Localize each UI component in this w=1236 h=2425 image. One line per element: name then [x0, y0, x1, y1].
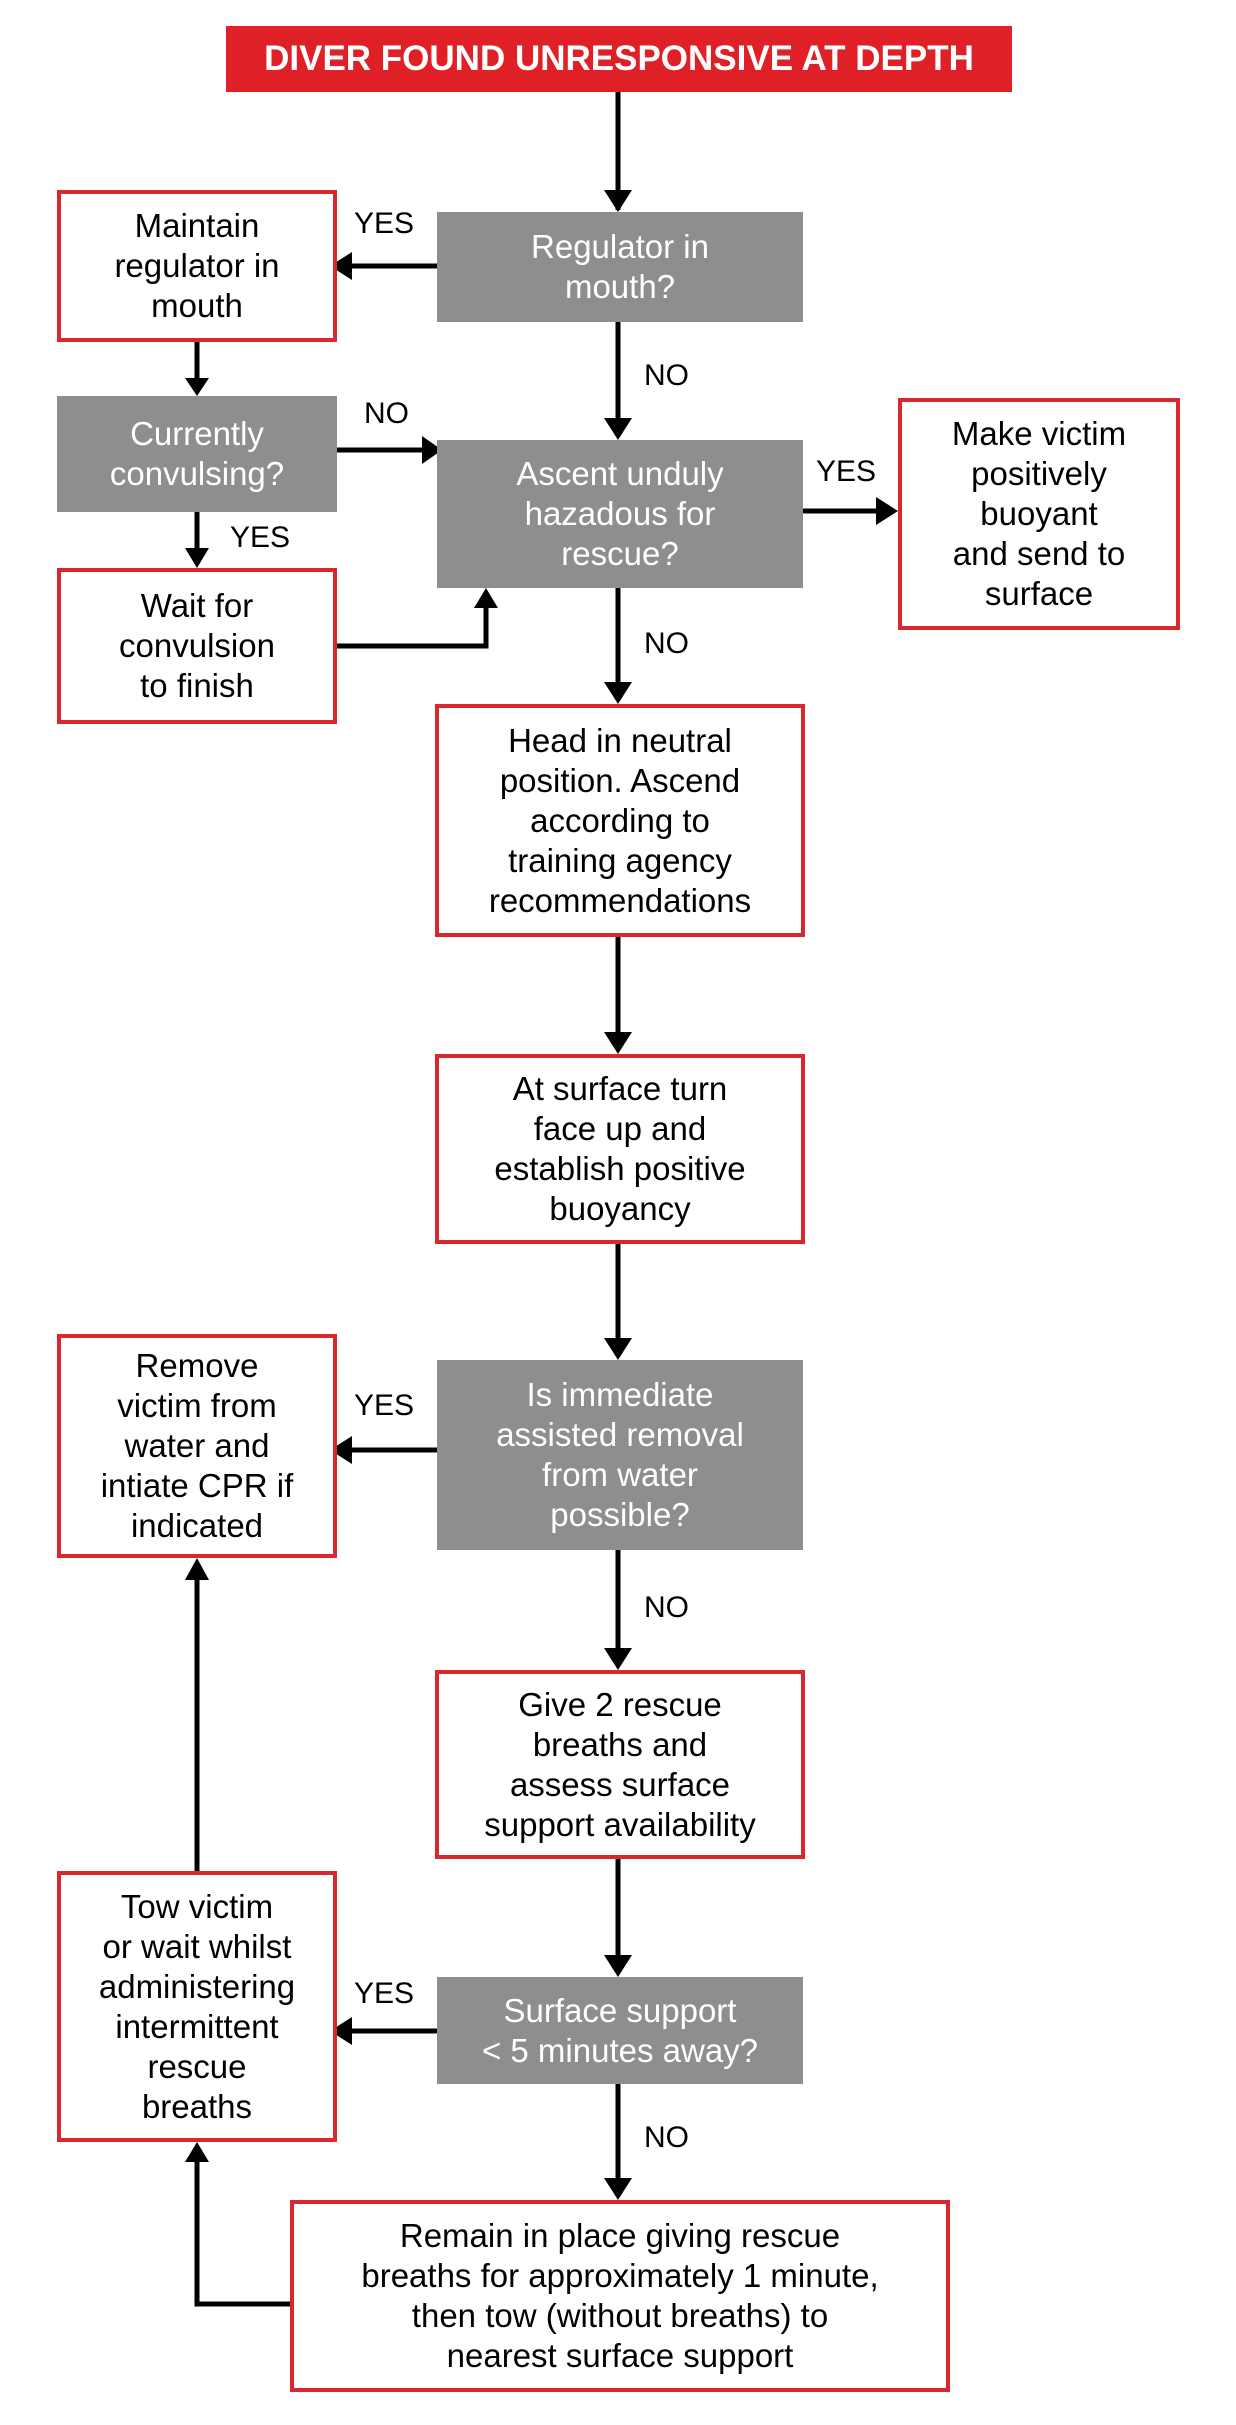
arrowhead — [604, 1338, 632, 1360]
edge-label-regulator-no: NO — [644, 359, 689, 392]
edge-label-ascent-yes: YES — [816, 455, 877, 488]
arrowhead — [330, 1436, 352, 1464]
arrowhead — [422, 436, 442, 464]
remove-victim-box: Remove victim from water and intiate CPR… — [57, 1334, 337, 1558]
edge-label-removal-no: NO — [644, 1591, 689, 1624]
arrowhead — [185, 378, 209, 396]
edge-label-convulsing-yes: YES — [230, 521, 291, 554]
arrowhead — [185, 1558, 209, 1580]
ascent-hazardous-decision: Ascent unduly hazadous for rescue? — [437, 440, 803, 588]
arrowhead — [604, 2178, 632, 2200]
surface-support-decision: Surface support < 5 minutes away? — [437, 1977, 803, 2084]
tow-victim-box: Tow victim or wait whilst administering … — [57, 1871, 337, 2142]
edge-label-ascent-no: NO — [644, 627, 689, 660]
arrowhead — [604, 1955, 632, 1977]
arrowhead — [330, 2017, 352, 2045]
remain-in-place-box: Remain in place giving rescue breaths fo… — [290, 2200, 950, 2392]
arrow-remain-to-tow — [194, 2162, 290, 2307]
arrowhead — [604, 1032, 632, 1054]
immediate-removal-decision: Is immediate assisted removal from water… — [437, 1360, 803, 1550]
edge-label-support-yes: YES — [354, 1977, 415, 2010]
arrowhead — [604, 190, 632, 212]
arrowhead — [604, 682, 632, 704]
give-breaths-box: Give 2 rescue breaths and assess surface… — [435, 1670, 805, 1859]
arrowhead — [604, 418, 632, 440]
regulator-in-mouth-decision: Regulator in mouth? — [437, 212, 803, 322]
arrowhead — [876, 497, 898, 525]
arrowhead — [185, 2142, 209, 2162]
arrow-wait-to-ascent — [337, 608, 489, 649]
arrowhead — [185, 548, 209, 568]
at-surface-box: At surface turn face up and establish po… — [435, 1054, 805, 1244]
arrowhead — [330, 252, 352, 280]
edge-label-convulsing-no: NO — [364, 397, 409, 430]
start-node: DIVER FOUND UNRESPONSIVE AT DEPTH — [226, 26, 1012, 92]
edge-label-support-no: NO — [644, 2121, 689, 2154]
wait-convulsion-box: Wait for convulsion to finish — [57, 568, 337, 724]
make-buoyant-box: Make victim positively buoyant and send … — [898, 398, 1180, 630]
currently-convulsing-decision: Currently convulsing? — [57, 396, 337, 512]
head-neutral-box: Head in neutral position. Ascend accordi… — [435, 704, 805, 937]
edge-label-removal-yes: YES — [354, 1389, 415, 1422]
edge-label-regulator-yes: YES — [354, 207, 415, 240]
maintain-regulator-box: Maintain regulator in mouth — [57, 190, 337, 342]
arrowhead — [474, 588, 498, 608]
arrowhead — [604, 1648, 632, 1670]
